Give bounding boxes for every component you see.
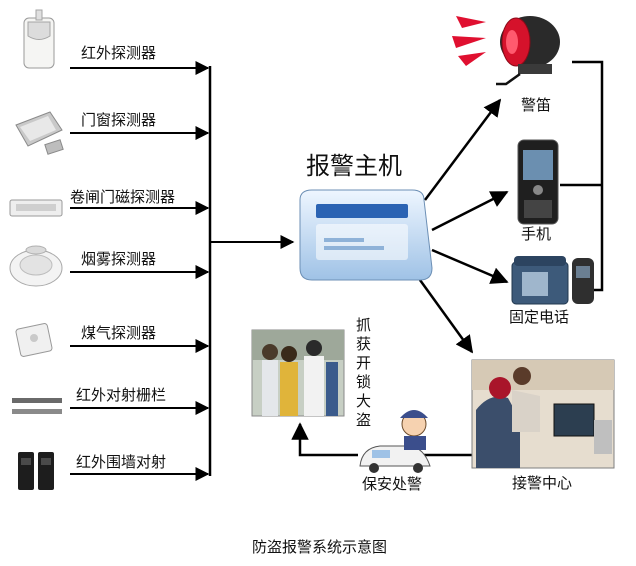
alarm-host-icon (299, 189, 433, 281)
infrared-wall-beam-icon (18, 452, 54, 490)
gas-detector-icon (15, 323, 53, 357)
arrest-photo (251, 329, 345, 417)
rolling-door-magnetic-sensor-icon (9, 199, 63, 217)
center-label: 接警中心 (512, 474, 573, 492)
mobile-label: 手机 (521, 225, 552, 243)
siren-label: 警笛 (521, 96, 552, 114)
arrest-label: 抓获开锁大盗 (356, 316, 372, 429)
sensor-label-wall-beam: 红外围墙对射 (76, 453, 167, 471)
mobile-phone-icon (517, 139, 559, 225)
landline-label: 固定电话 (509, 308, 570, 326)
alarm-center-photo (471, 359, 615, 469)
diagram-title: 防盗报警系统示意图 (252, 538, 388, 556)
host-label: 报警主机 (306, 152, 402, 180)
infrared-beam-fence-icon (12, 398, 62, 414)
host-output-arrows (418, 98, 509, 354)
sensor-label-smoke: 烟雾探测器 (81, 250, 157, 268)
sensor-label-rolling-door: 卷闸门磁探测器 (70, 188, 176, 206)
landline-phone-icon (511, 256, 594, 305)
door-window-sensor-icon (15, 111, 64, 155)
guard-label: 保安处警 (362, 475, 423, 493)
pir-sensor-icon (23, 9, 55, 69)
sensor-connectors (70, 61, 295, 481)
sensor-label-pir: 红外探测器 (81, 44, 157, 62)
smoke-detector-icon (9, 245, 63, 287)
notify-bracket (560, 60, 604, 292)
sensor-label-beam-fence: 红外对射栅栏 (76, 386, 167, 404)
siren-icon (452, 16, 560, 86)
sensor-label-gas: 煤气探测器 (81, 324, 157, 342)
sensor-label-door-window: 门窗探测器 (81, 111, 157, 129)
security-guard-car-icon (359, 410, 431, 473)
